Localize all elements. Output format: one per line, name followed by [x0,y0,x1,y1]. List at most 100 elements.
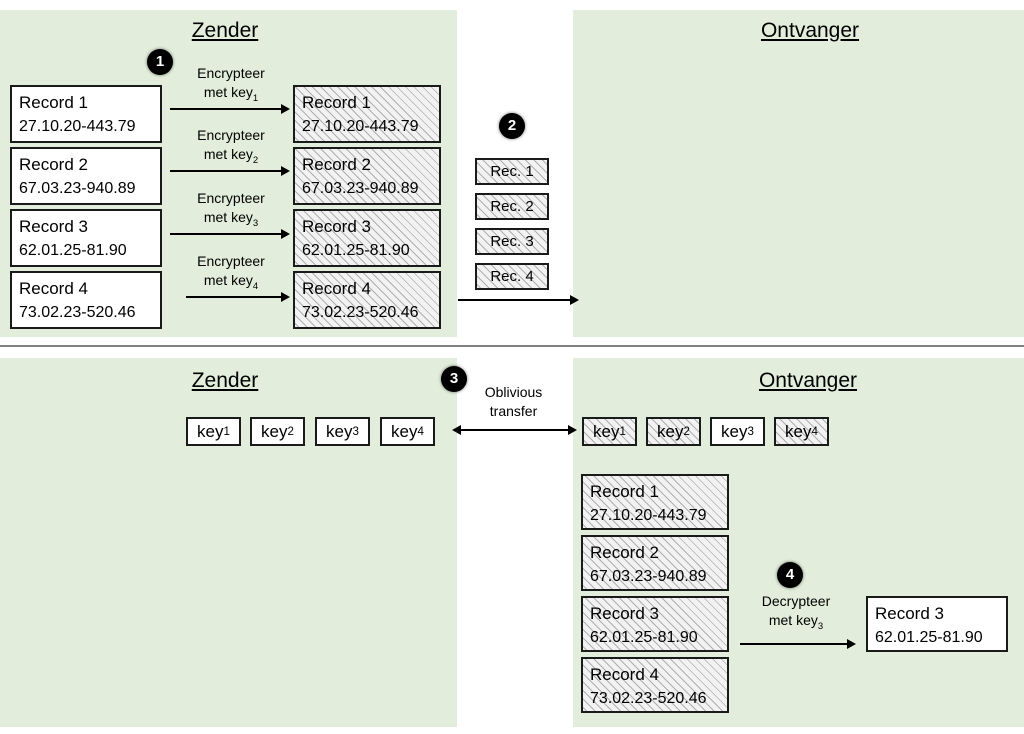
plain-record-box-1: Record 1 27.10.20-443.79 [10,85,162,143]
panel-receiver-top [573,10,1024,337]
decrypt-arrow-head [847,639,856,649]
decrypted-record-box: Record 3 62.01.25-81.90 [866,596,1008,652]
encrypt-label-line2: met key [203,146,253,162]
encrypt-arrow-head-4 [281,292,290,302]
key-label: key [785,421,812,441]
record-title: Record 1 [302,93,371,112]
transmitted-record-box-3: Rec. 3 [475,228,549,255]
encrypt-label-line2: met key [203,272,253,288]
encrypt-label-line1: Encrypteer [197,190,265,206]
record-value: 62.01.25-81.90 [19,242,127,259]
oblivious-transfer-label: Oblivious transfer [461,383,566,421]
receiver-record-box-4: Record 4 73.02.23-520.46 [581,657,729,713]
record-value: 27.10.20-443.79 [19,118,136,135]
step-badge-2: 2 [499,113,525,139]
key-label: key [197,421,224,441]
key-sub: 3 [352,425,359,438]
key-label: key [657,421,684,441]
title-receiver-bottom: Ontvanger [758,369,858,392]
record-value: 73.02.23-520.46 [590,690,707,707]
encrypted-record-box-4: Record 4 73.02.23-520.46 [293,271,441,329]
panel-sender-bottom [0,358,457,727]
record-value: 67.03.23-940.89 [19,180,136,197]
key-sub: 1 [223,425,230,438]
key-sub: 1 [619,425,626,438]
encrypt-label-line1: Encrypteer [197,253,265,269]
record-title: Record 2 [19,155,88,174]
receiver-record-box-2: Record 2 67.03.23-940.89 [581,535,729,591]
plain-record-box-4: Record 4 73.02.23-520.46 [10,271,162,329]
encrypt-arrow-line-1 [170,108,282,110]
title-sender-bottom: Zender [191,369,259,392]
record-title: Record 4 [302,279,371,298]
record-value: 62.01.25-81.90 [302,242,410,259]
key-label: key [391,421,418,441]
encrypt-label-sub: 2 [252,154,259,166]
record-value: 67.03.23-940.89 [590,568,707,585]
encrypted-record-box-3: Record 3 62.01.25-81.90 [293,209,441,267]
step-badge-1: 1 [147,49,173,75]
encrypt-label-2: Encrypteer met key2 [176,126,286,170]
receiver-record-box-1: Record 1 27.10.20-443.79 [581,474,729,530]
transmitted-record-box-1: Rec. 1 [475,158,549,185]
encrypt-label-4: Encrypteer met key4 [176,252,286,296]
record-title: Record 3 [590,604,659,623]
record-title: Record 2 [302,155,371,174]
receiver-record-box-3: Record 3 62.01.25-81.90 [581,596,729,652]
oblivious-transfer-line1: Oblivious [484,384,543,400]
encrypt-label-1: Encrypteer met key1 [176,64,286,108]
decrypt-label-line1: Decrypteer [761,593,831,609]
decrypt-label-line2: met key [768,612,818,628]
encrypted-record-box-2: Record 2 67.03.23-940.89 [293,147,441,205]
oblivious-transfer-arrow-line [457,429,571,431]
oblivious-transfer-arrow-head-left [452,425,461,435]
record-title: Record 4 [19,279,88,298]
encrypt-label-line1: Encrypteer [197,65,265,81]
record-value: 73.02.23-520.46 [19,304,136,321]
record-title: Record 3 [302,217,371,236]
record-title: Record 3 [19,217,88,236]
record-value: 27.10.20-443.79 [302,118,419,135]
plain-record-box-2: Record 2 67.03.23-940.89 [10,147,162,205]
transmit-arrow-head [570,295,579,305]
step-badge-4: 4 [777,562,803,588]
record-value: 27.10.20-443.79 [590,507,707,524]
record-value: 62.01.25-81.90 [590,629,698,646]
record-title: Record 1 [590,482,659,501]
title-sender-top: Zender [191,19,259,42]
encrypt-arrow-line-3 [170,233,282,235]
oblivious-transfer-line2: transfer [489,403,538,419]
transmitted-record-box-2: Rec. 2 [475,193,549,220]
decrypt-label-sub: 3 [817,620,824,632]
encrypt-arrow-line-4 [186,296,282,298]
record-title: Record 4 [590,665,659,684]
key-label: key [326,421,353,441]
encrypt-label-line2: met key [203,84,253,100]
record-value: 73.02.23-520.46 [302,304,419,321]
horizontal-divider [0,345,1024,347]
record-title: Record 1 [19,93,88,112]
key-sub: 4 [417,425,424,438]
encrypt-label-sub: 4 [252,280,259,292]
record-value: 67.03.23-940.89 [302,180,419,197]
title-receiver-top: Ontvanger [760,19,860,42]
record-title: Record 2 [590,543,659,562]
key-label: key [593,421,620,441]
encrypt-label-sub: 3 [252,217,259,229]
encrypt-label-sub: 1 [252,92,259,104]
decrypt-label: Decrypteer met key3 [741,592,851,636]
transmitted-record-box-4: Rec. 4 [475,263,549,290]
transmit-arrow-line [458,299,571,301]
plain-record-box-3: Record 3 62.01.25-81.90 [10,209,162,267]
key-sub: 2 [683,425,690,438]
step-badge-3: 3 [441,366,467,392]
encrypt-arrow-line-2 [170,170,282,172]
record-value: 62.01.25-81.90 [875,629,983,646]
